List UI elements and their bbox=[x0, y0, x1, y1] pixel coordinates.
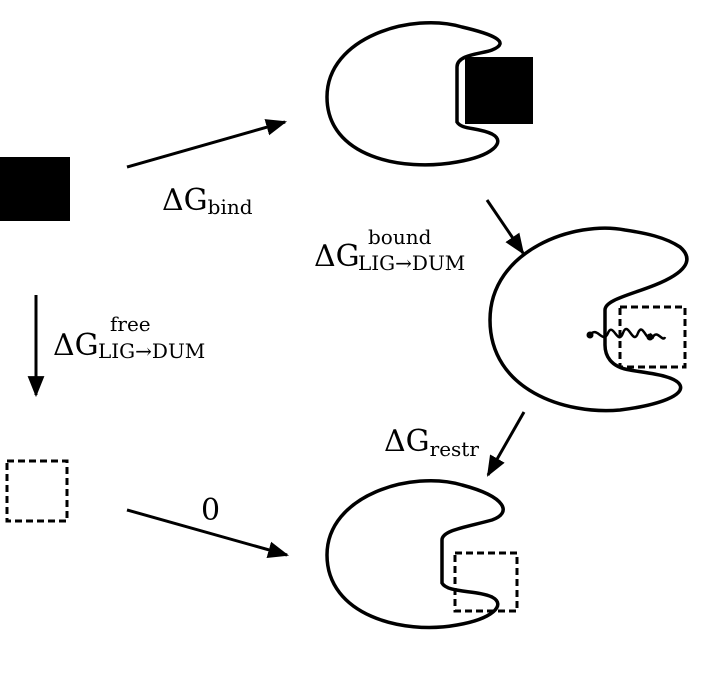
restraint-anchor-left bbox=[586, 331, 594, 339]
label-free: ΔG free LIG→DUM bbox=[53, 312, 205, 363]
label-bound: ΔG bound LIG→DUM bbox=[314, 225, 465, 275]
svg-text:ΔG: ΔG bbox=[314, 239, 360, 274]
final-complex bbox=[325, 479, 519, 630]
arrow-zero bbox=[126, 508, 290, 558]
protein-shape bbox=[488, 226, 689, 413]
bound-complex bbox=[325, 21, 533, 167]
arrow-bind bbox=[126, 119, 288, 169]
label-zero: 0 bbox=[201, 493, 220, 528]
label-restr: ΔGrestr bbox=[384, 424, 479, 461]
restraint-spring bbox=[588, 327, 667, 340]
svg-text:ΔG: ΔG bbox=[53, 328, 99, 363]
restrained-complex bbox=[488, 226, 689, 413]
protein-shape bbox=[325, 479, 505, 630]
protein-shape bbox=[325, 21, 502, 167]
svg-text:bound: bound bbox=[368, 225, 432, 249]
svg-text:free: free bbox=[110, 312, 151, 336]
label-bind: ΔGbind bbox=[162, 183, 253, 219]
restraint-anchor-right bbox=[646, 333, 654, 341]
dummy-ligand-square bbox=[5, 459, 69, 523]
bound-ligand-square bbox=[465, 57, 533, 124]
final-dummy-square bbox=[453, 551, 519, 613]
arrow-restr bbox=[486, 411, 526, 477]
arrow-bound-decouple bbox=[485, 199, 525, 255]
svg-text:LIG→DUM: LIG→DUM bbox=[98, 339, 205, 363]
svg-text:LIG→DUM: LIG→DUM bbox=[358, 251, 465, 275]
free-ligand-square bbox=[0, 157, 70, 221]
